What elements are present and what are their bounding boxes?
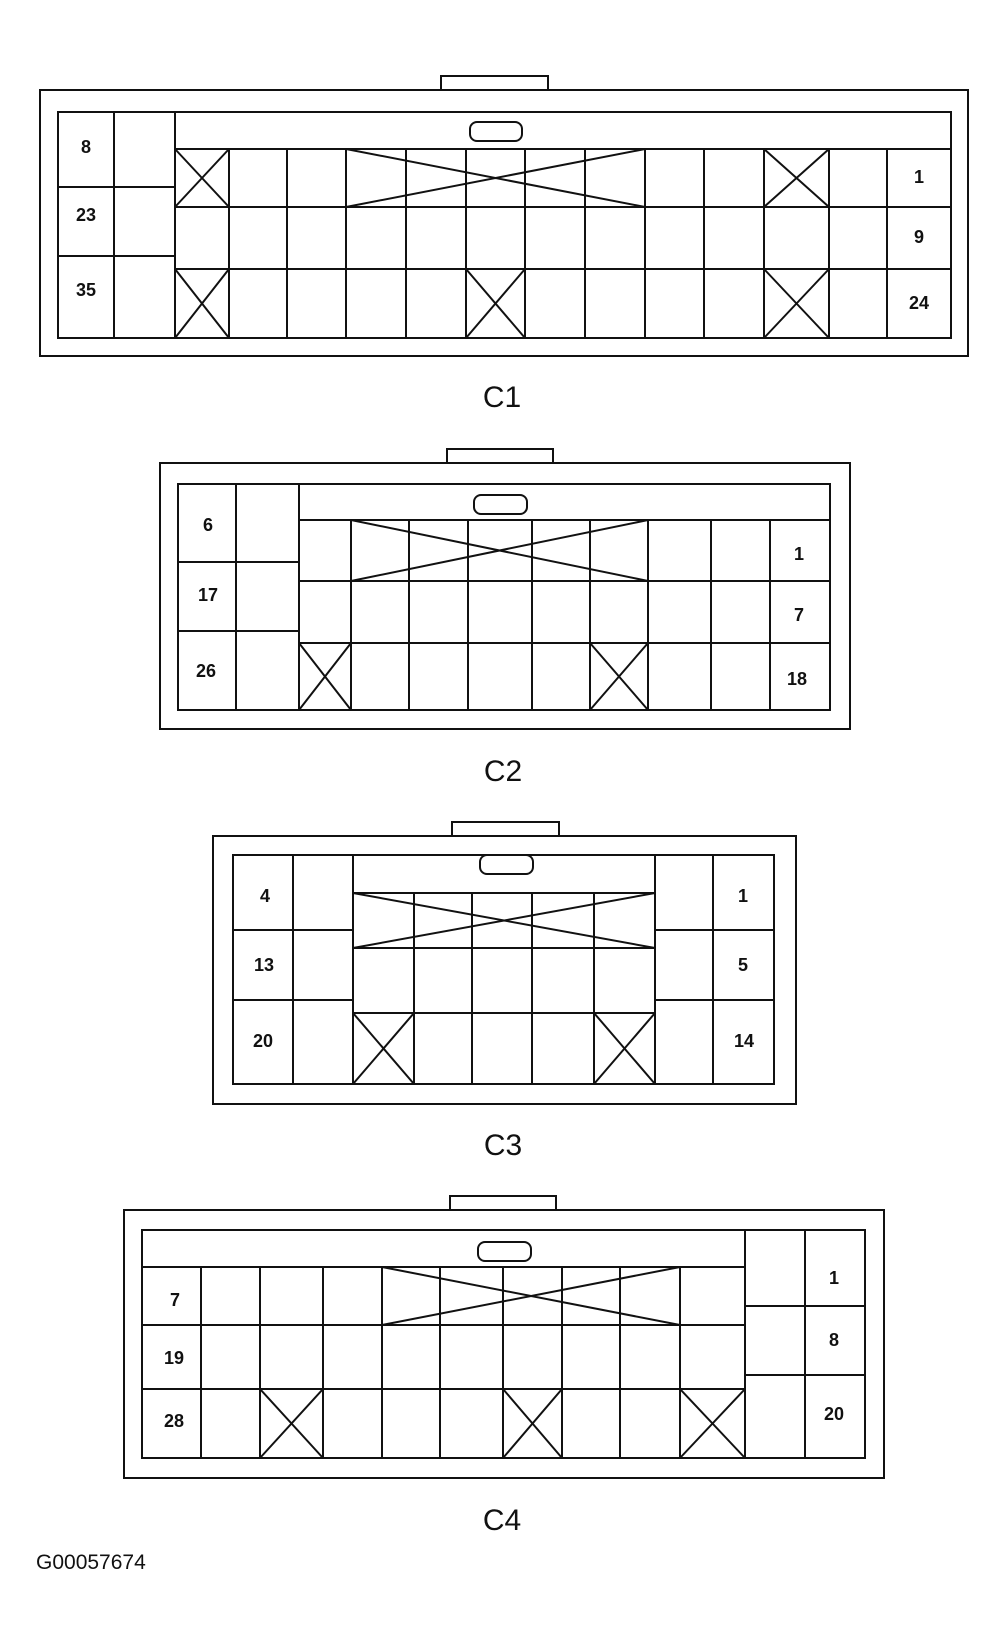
connector-c1-latch-tab — [440, 75, 549, 91]
pin-label: 26 — [196, 661, 216, 681]
connector-c2: 6 17 26 1 7 18 C2 — [159, 448, 851, 788]
connector-c1-cavity-grid — [58, 112, 951, 338]
connector-c4-latch-tab — [449, 1195, 557, 1211]
connector-c2-face — [177, 483, 831, 711]
connector-c2-label: C2 — [484, 755, 522, 788]
pin-label: 17 — [198, 585, 218, 605]
connector-c3-lock-window — [479, 854, 534, 875]
connector-c3-blocked-cavities — [352, 892, 656, 1085]
figure-id: G00057674 — [36, 1551, 146, 1574]
connector-c3-housing — [212, 835, 797, 1105]
connector-c4: 7 19 28 1 8 20 C4 — [123, 1195, 885, 1537]
pin-label: 5 — [738, 955, 748, 975]
connector-c1: 8 23 35 1 9 24 C1 — [39, 75, 969, 414]
connector-c4-blocked-cavities — [259, 1266, 746, 1459]
pin-label: 14 — [734, 1031, 754, 1051]
connector-c4-label: C4 — [483, 1504, 521, 1537]
pin-label: 35 — [76, 280, 96, 300]
pin-label: 1 — [794, 544, 804, 564]
pin-label: 8 — [829, 1330, 839, 1350]
pin-label: 24 — [909, 293, 929, 313]
connector-c2-latch-tab — [446, 448, 554, 464]
pin-label: 23 — [76, 205, 96, 225]
pin-label: 8 — [81, 137, 91, 157]
pin-label: 1 — [829, 1268, 839, 1288]
connector-c4-cavity-grid — [142, 1230, 865, 1458]
pin-label: 7 — [794, 605, 804, 625]
pin-label: 4 — [260, 886, 270, 906]
pin-label: 9 — [914, 227, 924, 247]
pin-label: 28 — [164, 1411, 184, 1431]
connector-c1-label: C1 — [483, 381, 521, 414]
pin-label: 20 — [824, 1404, 844, 1424]
connector-c1-face — [57, 111, 952, 339]
connector-c3-face — [232, 854, 775, 1085]
pin-label: 7 — [170, 1290, 180, 1310]
connector-c4-lock-window — [477, 1241, 532, 1262]
pin-label: 19 — [164, 1348, 184, 1368]
connector-c1-blocked-cavities — [174, 148, 830, 339]
connector-c2-cavity-grid — [178, 484, 830, 710]
pin-label: 20 — [253, 1031, 273, 1051]
connector-c1-housing — [39, 89, 969, 357]
pin-label: 6 — [203, 515, 213, 535]
connector-c3-label: C3 — [484, 1129, 522, 1162]
pin-label: 13 — [254, 955, 274, 975]
connector-c2-lock-window — [473, 494, 528, 515]
connector-c2-blocked-cavities — [298, 519, 649, 711]
connector-c3: 4 13 20 1 5 14 C3 — [212, 821, 797, 1162]
connector-c2-housing — [159, 462, 851, 730]
pin-label: 1 — [914, 167, 924, 187]
connector-c1-lock-window — [469, 121, 523, 142]
connector-c3-cavity-grid — [233, 855, 774, 1084]
pin-label: 1 — [738, 886, 748, 906]
connector-c3-latch-tab — [451, 821, 560, 837]
connector-c4-housing — [123, 1209, 885, 1479]
pin-label: 18 — [787, 669, 807, 689]
